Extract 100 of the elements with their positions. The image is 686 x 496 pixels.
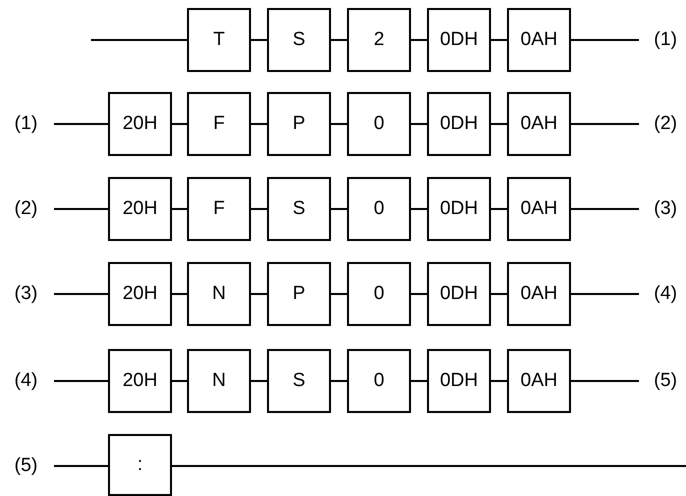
connector-line	[172, 208, 187, 210]
reference-label: (5)	[4, 452, 48, 480]
byte-text: F	[213, 113, 225, 135]
connector-line	[571, 123, 639, 125]
byte-text: 0	[374, 283, 384, 305]
connector-line	[331, 123, 347, 125]
byte-text: N	[212, 370, 226, 392]
byte-box	[427, 8, 491, 72]
connector-line	[411, 123, 427, 125]
byte-text: 0	[374, 198, 384, 220]
byte-text: 0AH	[520, 283, 558, 305]
connector-line	[54, 293, 108, 295]
reference-label: (1)	[4, 110, 48, 138]
connector-line	[491, 380, 507, 382]
byte-box	[347, 349, 411, 413]
connector-line	[571, 39, 639, 41]
connector-line	[251, 39, 267, 41]
byte-box	[267, 177, 331, 241]
byte-text: 20H	[122, 113, 158, 135]
byte-text: S	[292, 370, 306, 392]
connector-line	[491, 208, 507, 210]
connector-line	[571, 208, 639, 210]
byte-text: 0	[374, 370, 384, 392]
connector-line	[251, 208, 267, 210]
byte-box	[187, 349, 251, 413]
connector-line	[491, 123, 507, 125]
byte-text: 0DH	[440, 113, 478, 135]
byte-box	[187, 92, 251, 156]
connector-line	[571, 380, 639, 382]
connector-line	[331, 39, 347, 41]
connector-line	[54, 465, 108, 467]
byte-box	[267, 262, 331, 326]
byte-text: 0AH	[520, 113, 558, 135]
byte-box	[427, 177, 491, 241]
connector-line	[172, 293, 187, 295]
byte-text: 20H	[122, 283, 158, 305]
byte-text: S	[292, 29, 306, 51]
byte-box	[507, 177, 571, 241]
byte-box	[507, 349, 571, 413]
byte-box	[347, 262, 411, 326]
byte-box	[267, 8, 331, 72]
reference-label: (2)	[4, 195, 48, 223]
reference-label: (5)	[645, 367, 686, 395]
byte-box	[108, 177, 172, 241]
byte-text: 0DH	[440, 370, 478, 392]
byte-box	[267, 349, 331, 413]
byte-text: F	[213, 198, 225, 220]
reference-label: (3)	[645, 195, 686, 223]
reference-label: (2)	[645, 110, 686, 138]
byte-box	[507, 262, 571, 326]
byte-box	[187, 262, 251, 326]
byte-text: P	[292, 113, 306, 135]
byte-box	[347, 92, 411, 156]
byte-text: S	[292, 198, 306, 220]
connector-line	[172, 380, 187, 382]
byte-text: :	[137, 454, 143, 476]
connector-line	[54, 123, 108, 125]
connector-line	[172, 123, 187, 125]
byte-box	[108, 92, 172, 156]
byte-box	[187, 8, 251, 72]
reference-label: (3)	[4, 280, 48, 308]
byte-text: 0DH	[440, 283, 478, 305]
byte-box	[347, 177, 411, 241]
connector-line	[251, 123, 267, 125]
connector-line	[411, 293, 427, 295]
byte-text: N	[212, 283, 226, 305]
byte-text: 0DH	[440, 29, 478, 51]
connector-line	[54, 208, 108, 210]
connector-line	[411, 208, 427, 210]
byte-box	[108, 262, 172, 326]
byte-text: 20H	[122, 198, 158, 220]
byte-text: 0AH	[520, 29, 558, 51]
connector-line	[411, 39, 427, 41]
connector-line	[91, 39, 187, 41]
connector-line	[331, 380, 347, 382]
byte-box	[108, 434, 172, 496]
byte-box	[187, 177, 251, 241]
byte-box	[427, 262, 491, 326]
byte-box	[347, 8, 411, 72]
connector-line	[491, 39, 507, 41]
byte-box	[267, 92, 331, 156]
byte-box	[427, 349, 491, 413]
connector-line	[251, 380, 267, 382]
connector-line	[571, 293, 639, 295]
byte-box	[427, 92, 491, 156]
byte-box	[507, 8, 571, 72]
byte-text: 0	[374, 113, 384, 135]
connector-line	[172, 465, 686, 467]
reference-label: (1)	[645, 26, 686, 54]
connector-line	[331, 293, 347, 295]
connector-line	[251, 293, 267, 295]
reference-label: (4)	[4, 367, 48, 395]
connector-line	[411, 380, 427, 382]
byte-text: 20H	[122, 370, 158, 392]
byte-text: T	[213, 29, 225, 51]
byte-box	[108, 349, 172, 413]
byte-box	[507, 92, 571, 156]
byte-text: 0DH	[440, 198, 478, 220]
connector-line	[491, 293, 507, 295]
byte-text: 0AH	[520, 370, 558, 392]
